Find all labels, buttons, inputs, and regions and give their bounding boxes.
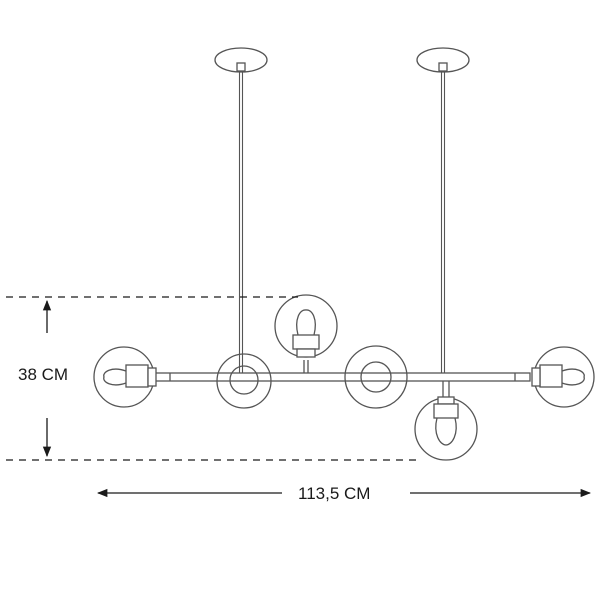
globe-bottom (414, 381, 478, 461)
height-label: 38 CM (18, 365, 69, 384)
ceiling-canopy-right (416, 47, 470, 73)
globe-top (274, 294, 338, 373)
ceiling-canopy-left (214, 47, 268, 73)
suspension-rod-left (238, 71, 244, 380)
globe-front-center (344, 345, 408, 409)
horizontal-bar (149, 372, 531, 382)
suspension-rod-right (440, 71, 446, 378)
globe-right-end (531, 346, 595, 408)
globe-front-left (216, 353, 272, 409)
globe-left-end (93, 346, 157, 408)
height-dimension (6, 296, 420, 461)
width-label: 113,5 CM (290, 485, 379, 502)
